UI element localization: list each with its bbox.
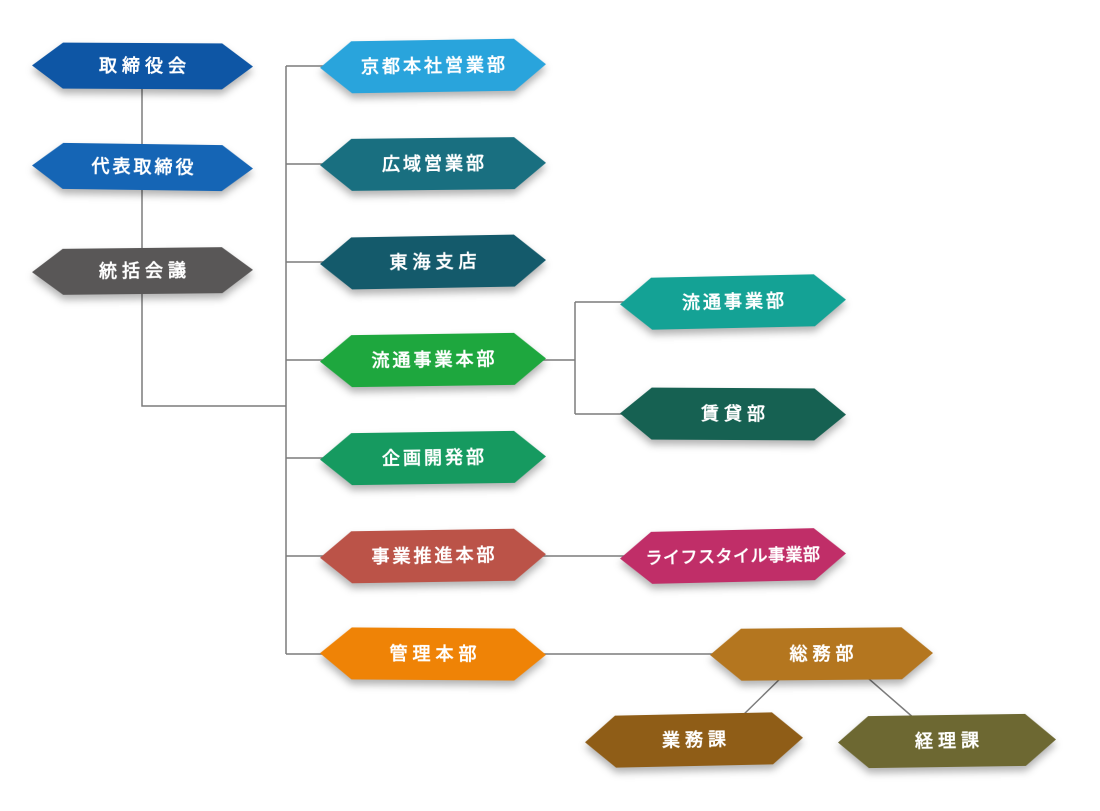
edge-generalaffairs-accounting [860, 671, 916, 720]
org-node-operations-sec: 業務課 [584, 712, 803, 769]
org-node-general-affairs-shape: 総務部 [710, 627, 933, 681]
org-node-lifestyle-div-label: ライフスタイル事業部 [645, 544, 821, 568]
org-node-ceo-shape: 代表取締役 [32, 142, 254, 191]
org-node-council: 統括会議 [32, 247, 253, 295]
org-node-lifestyle-div: ライフスタイル事業部 [619, 527, 846, 584]
org-node-general-affairs: 総務部 [710, 627, 933, 681]
org-node-board-shape: 取締役会 [32, 42, 253, 89]
org-node-admin-hq-label: 管理本部 [389, 643, 482, 665]
org-node-rental-div: 賃貸部 [620, 387, 846, 440]
org-node-kyoto-sales: 京都本社営業部 [320, 38, 547, 94]
org-node-planning-dev: 企画開発部 [320, 430, 547, 485]
org-node-rental-div-label: 賃貸部 [700, 403, 771, 425]
org-node-wide-area-sales: 広域営業部 [320, 137, 547, 191]
org-node-accounting-sec-shape: 経理課 [838, 713, 1057, 768]
org-node-accounting-sec: 経理課 [838, 713, 1057, 768]
org-node-biz-promotion-hq-shape: 事業推進本部 [320, 528, 547, 584]
org-node-kyoto-sales-shape: 京都本社営業部 [320, 38, 547, 94]
org-node-distribution-hq: 流通事業本部 [320, 332, 547, 387]
org-node-operations-sec-label: 業務課 [661, 729, 732, 751]
org-node-council-shape: 統括会議 [32, 247, 253, 295]
org-node-distribution-hq-label: 流通事業本部 [371, 349, 498, 371]
org-node-tokai-branch: 東海支店 [320, 234, 547, 290]
org-node-ceo-label: 代表取締役 [91, 156, 197, 178]
org-node-planning-dev-label: 企画開発部 [381, 447, 488, 469]
org-node-lifestyle-div-shape: ライフスタイル事業部 [619, 527, 846, 584]
org-node-kyoto-sales-label: 京都本社営業部 [360, 54, 509, 78]
org-node-wide-area-sales-label: 広域営業部 [381, 153, 488, 175]
org-node-general-affairs-label: 総務部 [789, 643, 859, 665]
org-node-wide-area-sales-shape: 広域営業部 [320, 137, 547, 191]
org-node-biz-promotion-hq: 事業推進本部 [320, 528, 547, 584]
org-node-ceo: 代表取締役 [32, 142, 254, 191]
org-node-distribution-div: 流通事業部 [619, 274, 846, 331]
org-node-accounting-sec-label: 経理課 [914, 730, 985, 752]
org-node-planning-dev-shape: 企画開発部 [320, 430, 547, 485]
edge-council-trunk [141, 271, 286, 407]
org-node-tokai-branch-shape: 東海支店 [320, 234, 547, 290]
org-node-board-label: 取締役会 [98, 55, 192, 77]
org-node-tokai-branch-label: 東海支店 [389, 251, 482, 273]
org-node-admin-hq: 管理本部 [320, 627, 546, 681]
org-node-admin-hq-shape: 管理本部 [320, 627, 546, 681]
org-node-council-label: 統括会議 [98, 260, 192, 282]
org-node-distribution-div-shape: 流通事業部 [619, 274, 846, 331]
org-node-board: 取締役会 [32, 42, 253, 89]
org-node-operations-sec-shape: 業務課 [584, 712, 803, 769]
org-node-distribution-div-label: 流通事業部 [681, 290, 788, 314]
org-node-distribution-hq-shape: 流通事業本部 [320, 332, 547, 387]
org-node-biz-promotion-hq-label: 事業推進本部 [371, 544, 498, 567]
org-node-rental-div-shape: 賃貸部 [620, 387, 846, 440]
